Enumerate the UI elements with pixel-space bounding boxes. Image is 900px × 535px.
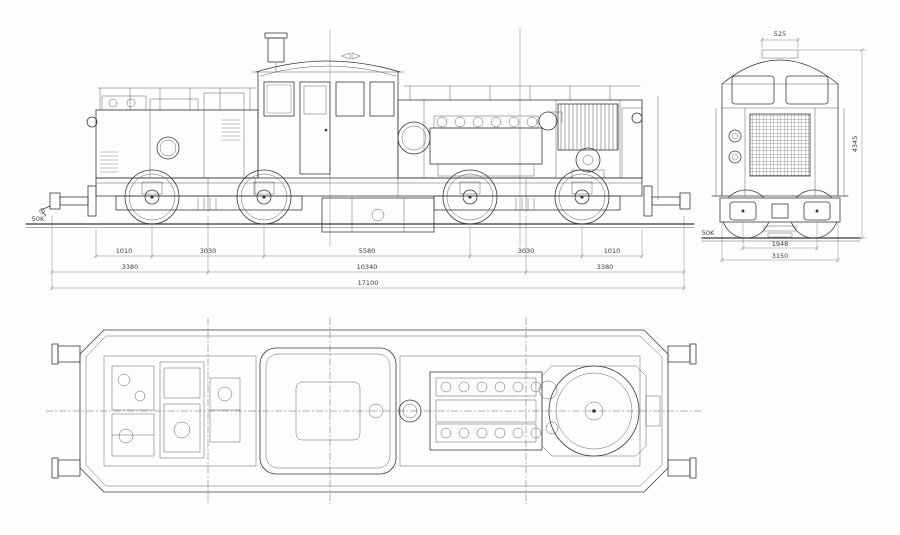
porthole: [156, 136, 180, 160]
wheel: [442, 169, 498, 225]
lamp: [728, 129, 742, 143]
dim-label: 5580: [359, 247, 376, 255]
plan-view: [45, 317, 703, 505]
cab: [251, 32, 405, 179]
buffer: [729, 201, 757, 221]
dim-label: 1010: [116, 247, 133, 255]
roof-vent: [761, 49, 799, 59]
louvers: [99, 119, 241, 173]
front-body: [711, 49, 849, 197]
dim-label: 4345: [851, 136, 859, 153]
coupler: [771, 203, 789, 219]
dim-label: 3380: [122, 263, 139, 271]
cab-window: [263, 81, 295, 117]
plan-buffers: [51, 343, 697, 479]
headlight-front: [86, 116, 98, 128]
plan-front-hood: [103, 355, 257, 467]
lamp: [728, 150, 742, 164]
dim-label: 3030: [518, 247, 535, 255]
cab-window: [335, 81, 365, 117]
cab-window: [369, 81, 395, 117]
rear-hood: [397, 85, 659, 201]
plan-exhaust: [398, 399, 422, 423]
plan-rear-hood: [399, 355, 641, 467]
fuel-tank: [321, 197, 435, 233]
cab-door: [299, 81, 331, 175]
plan-equipment-left: [111, 361, 241, 459]
bogie-front: [115, 169, 303, 225]
headlight-rear: [631, 112, 643, 124]
plan-end-box: [645, 395, 661, 427]
air-filter: [397, 121, 431, 155]
dim-label: 3030: [200, 247, 217, 255]
buffer-right: [643, 185, 691, 217]
plan-fan: [541, 365, 647, 457]
side-dimensions: 1010 3030 5580 3030 1010 3380 10340 3380…: [32, 215, 687, 291]
dim-label: 3380: [597, 263, 614, 271]
dim-label: 525: [774, 30, 786, 38]
windshield-left: [731, 75, 775, 105]
buffer-beam: [719, 197, 841, 238]
buffer-left: [39, 185, 97, 217]
dim-label: 1010: [604, 247, 621, 255]
turbocharger: [538, 380, 558, 400]
pump: [545, 421, 559, 435]
handrail-front-hood: [97, 87, 257, 111]
dim-label: 17100: [358, 279, 379, 287]
dim-label: 10340: [357, 263, 378, 271]
dim-label: 3150: [772, 252, 789, 260]
roof-fan-vent: [368, 403, 384, 419]
center-lines: [45, 317, 703, 505]
plan-cab-roof: [259, 347, 397, 475]
plan-body-outline: [79, 329, 669, 493]
horn: [341, 52, 361, 60]
handrail-rear-hood: [403, 85, 641, 101]
rails-side: [25, 223, 695, 228]
front-dimensions: 525 4345 1948 3150 50K: [702, 30, 867, 263]
bogie-rear: [433, 169, 621, 225]
dim-label: 1948: [772, 240, 789, 248]
underframe: [95, 177, 643, 197]
end-cabinet: [621, 107, 643, 179]
buffer: [803, 201, 831, 221]
roof-hatch: [295, 381, 361, 441]
radiator: [557, 103, 619, 179]
diesel-engine: [429, 111, 563, 177]
gauge-label: 50K: [32, 215, 45, 223]
side-view: 1010 3030 5580 3030 1010 3380 10340 3380…: [25, 27, 695, 291]
rails-front: [701, 237, 861, 242]
front-hood: [86, 87, 259, 179]
radiator-grille: [749, 113, 811, 177]
exhaust-stack: [264, 32, 288, 73]
windshield-right: [785, 75, 829, 105]
turbocharger: [538, 111, 558, 131]
front-view: 525 4345 1948 3150 50K: [701, 30, 867, 263]
gauge-label: 50K: [702, 229, 715, 237]
